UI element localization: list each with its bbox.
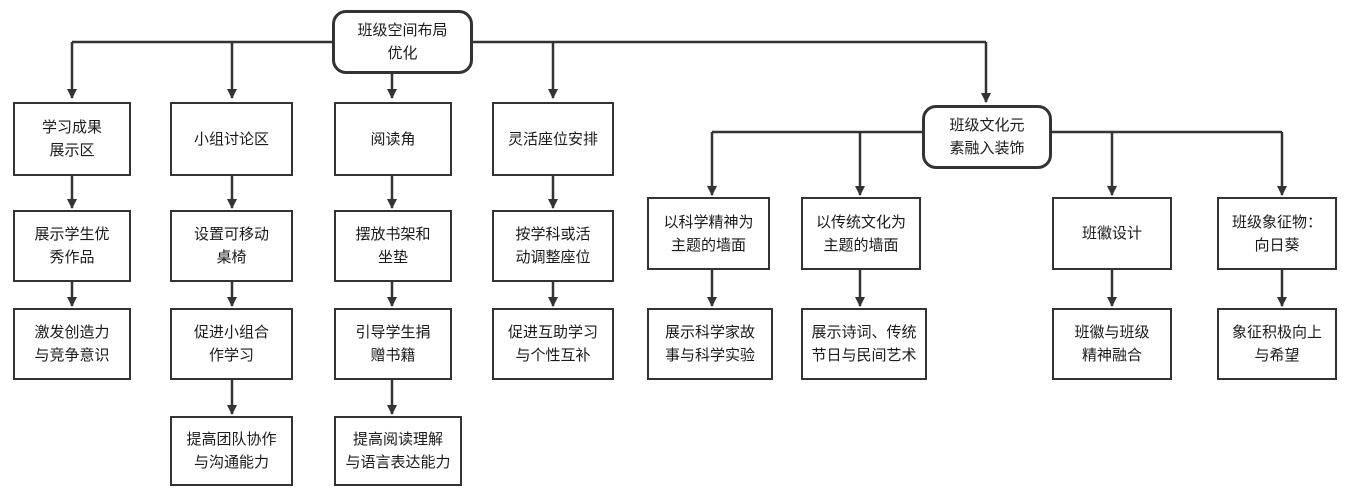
node-group-discussion: 小组讨论区	[170, 102, 293, 176]
node-badge-spirit: 班徽与班级精神融合	[1052, 308, 1172, 380]
node-scientist-stories: 展示科学家故事与科学实验	[647, 308, 773, 380]
root-node: 班级空间布局优化	[332, 10, 473, 74]
node-science-wall: 以科学精神为主题的墙面	[647, 197, 770, 270]
node-donate-books: 引导学生捐赠书籍	[334, 308, 452, 380]
node-flexible-seating: 灵活座位安排	[492, 102, 614, 176]
node-group-learning: 促进小组合作学习	[170, 308, 293, 380]
node-adjust-seats: 按学科或活动调整座位	[492, 210, 614, 282]
node-mutual-help: 促进互助学习与个性互补	[492, 308, 614, 380]
node-class-badge: 班徽设计	[1052, 197, 1172, 270]
node-tradition-wall: 以传统文化为主题的墙面	[801, 197, 921, 270]
node-teamwork: 提高团队协作与沟通能力	[170, 416, 293, 486]
node-reading-comprehension: 提高阅读理解与语言表达能力	[334, 416, 462, 486]
node-bookshelves: 摆放书架和坐垫	[334, 210, 452, 282]
node-showcase-works: 展示学生优秀作品	[13, 210, 131, 282]
node-poetry-festivals: 展示诗词、传统节日与民间艺术	[801, 308, 927, 380]
node-reading-corner: 阅读角	[334, 102, 452, 176]
node-class-symbol: 班级象征物：向日葵	[1217, 197, 1337, 270]
node-movable-desks: 设置可移动桌椅	[170, 210, 293, 282]
node-inspire-creativity: 激发创造力与竞争意识	[13, 308, 131, 380]
node-culture-decoration: 班级文化元素融入装饰	[922, 105, 1052, 169]
node-symbol-meaning: 象征积极向上与希望	[1217, 308, 1337, 380]
node-learning-showcase: 学习成果展示区	[13, 102, 131, 176]
